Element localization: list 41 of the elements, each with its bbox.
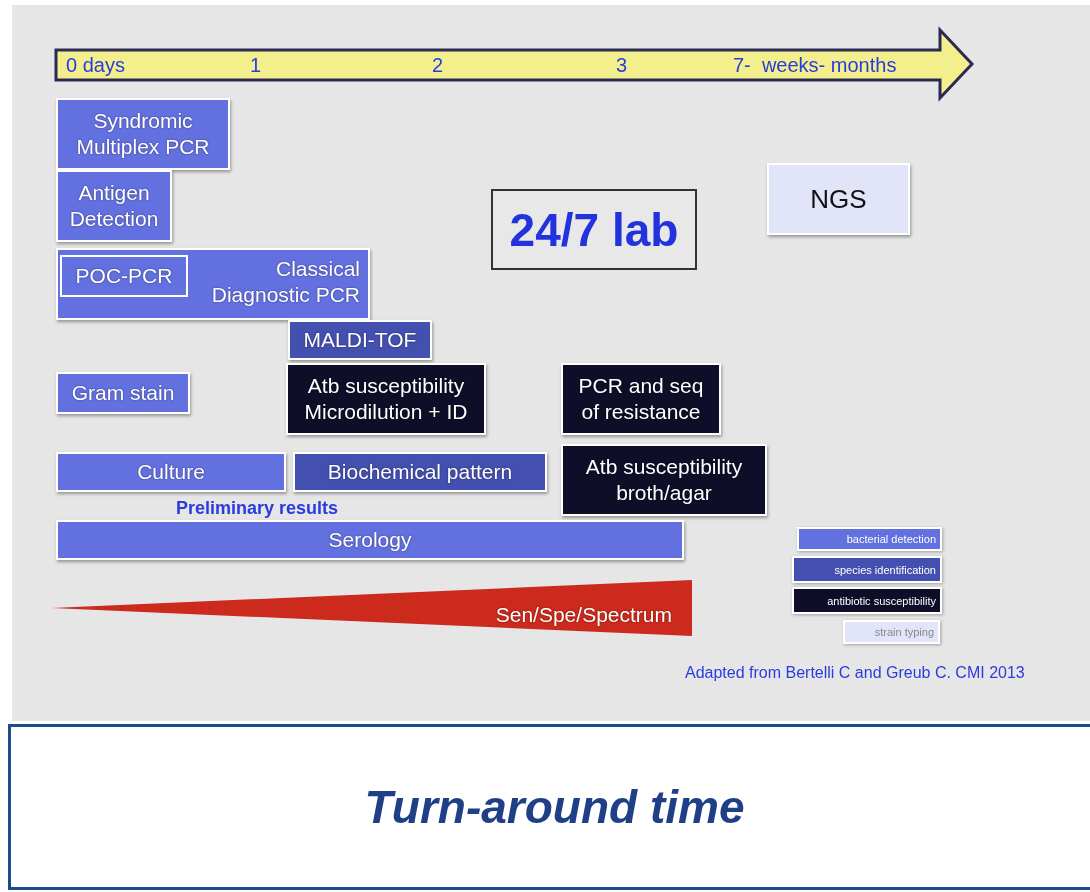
inner-box bbox=[60, 255, 188, 297]
bar-label: Gram stain bbox=[71, 380, 175, 406]
bar-label: MALDI-TOF bbox=[303, 327, 417, 353]
bar bbox=[56, 372, 190, 414]
bar-label: Serology bbox=[328, 527, 412, 553]
bar-label: Atb susceptibility Microdilution + ID bbox=[303, 373, 469, 425]
bar bbox=[56, 170, 172, 242]
bar bbox=[56, 98, 230, 170]
bar bbox=[56, 248, 370, 320]
bar bbox=[56, 520, 684, 560]
bar bbox=[293, 452, 547, 492]
bar-label: Atb susceptibility broth/agar bbox=[584, 454, 744, 506]
axis-tick-label: 1 bbox=[250, 54, 262, 77]
bar-label: Culture bbox=[137, 459, 205, 485]
bar-label: Classical Diagnostic PCR bbox=[210, 256, 360, 308]
axis-tick-label: 7- weeks- months bbox=[733, 54, 897, 77]
bar-label: 24/7 lab bbox=[509, 203, 679, 256]
bar bbox=[767, 163, 910, 235]
bar bbox=[56, 452, 286, 492]
legend-label: strain typing bbox=[874, 626, 934, 638]
bar-label: Syndromic Multiplex PCR bbox=[75, 108, 211, 160]
legend-label: species identification bbox=[834, 563, 936, 576]
bar-label: PCR and seq of resistance bbox=[577, 373, 705, 425]
axis-tick-label: 2 bbox=[432, 54, 444, 77]
bar-label: Antigen Detection bbox=[68, 180, 160, 232]
legend-label: bacterial detection bbox=[846, 533, 936, 545]
bar-label: Sen/Spe/Spectrum bbox=[495, 602, 672, 628]
legend-label: antibiotic susceptibility bbox=[827, 594, 936, 607]
axis-tick-label: 3 bbox=[616, 54, 628, 77]
note-text: Preliminary results bbox=[176, 498, 339, 519]
bar-label: POC-PCR bbox=[75, 263, 173, 289]
source-credit: Adapted from Bertelli C and Greub C. CMI 2013 bbox=[685, 664, 1025, 682]
bar bbox=[286, 363, 486, 435]
lab-box bbox=[491, 189, 697, 270]
bar bbox=[561, 444, 767, 516]
bar bbox=[561, 363, 721, 435]
bar-label: Biochemical pattern bbox=[327, 459, 513, 485]
axis-tick-label: 0 days bbox=[66, 54, 125, 77]
bar bbox=[288, 320, 432, 360]
bar-label: NGS bbox=[810, 186, 867, 212]
caption-text: Turn-around time bbox=[364, 780, 745, 834]
